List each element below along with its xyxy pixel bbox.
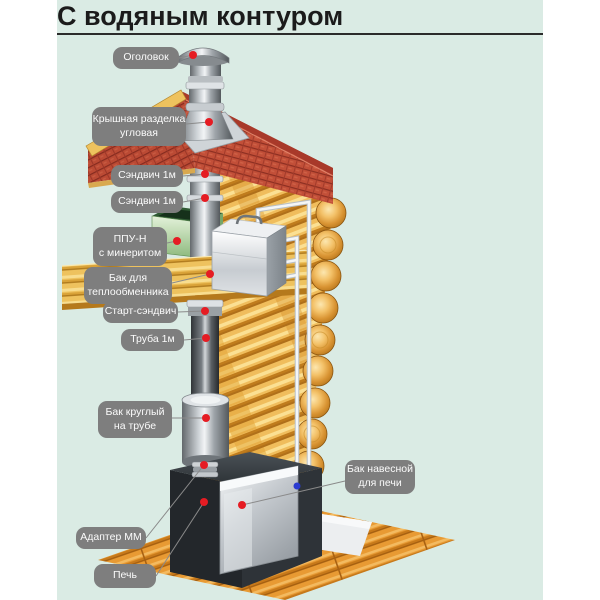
callout-adapter-mm: Адаптер ММ [76, 527, 146, 549]
callout-sandwich-1m-upper: Сэндвич 1м [111, 165, 183, 187]
adapter [191, 461, 219, 478]
callout-sandwich-1m-lower-label: Сэндвич 1м [118, 195, 176, 208]
callout-ceiling-pass-unit-label: ППУ-Н с минеритом [98, 232, 162, 259]
callout-pipe-1m-label: Труба 1м [130, 333, 175, 346]
callout-adapter-mm-label: Адаптер ММ [80, 531, 142, 544]
callout-hanging-tank: Бак навесной для печи [345, 460, 415, 494]
callout-cap-label: Оголовок [123, 51, 169, 64]
tank-handle [235, 214, 263, 225]
marker-dots [173, 51, 246, 509]
callout-round-tank: Бак круглый на трубе [98, 401, 172, 438]
callout-round-tank-label: Бак круглый на трубе [105, 405, 165, 432]
callout-heat-exchanger-tank-label: Бак для теплообменника [87, 271, 169, 298]
callout-pipe-1m: Труба 1м [121, 329, 184, 351]
callout-cap: Оголовок [113, 47, 179, 69]
cap-umbrella [176, 47, 230, 64]
heat-exchanger-tank [210, 214, 288, 297]
hanging-stove-tank-panel [219, 465, 299, 575]
callout-roof-flashing: Крышная разделка угловая [92, 107, 186, 146]
stove-top [170, 452, 322, 486]
callout-heat-exchanger-tank: Бак для теплообменника [84, 267, 172, 304]
roof-corner-flashing [170, 80, 250, 154]
callout-sandwich-1m-lower: Сэндвич 1м [111, 191, 183, 213]
callout-hanging-tank-label: Бак навесной для печи [347, 463, 413, 489]
leader-lines [145, 54, 346, 577]
callout-roof-flashing-label: Крышная разделка угловая [92, 112, 186, 139]
callout-ceiling-pass-unit: ППУ-Н с минеритом [93, 227, 167, 266]
page-title: С водяным контуром [57, 1, 344, 31]
callout-sandwich-1m-upper-label: Сэндвич 1м [118, 169, 176, 182]
chimney-cap [176, 47, 230, 82]
callout-stove-label: Печь [113, 569, 137, 582]
callout-start-sandwich-label: Старт-сэндвич [104, 305, 177, 318]
title-underline [57, 33, 543, 35]
storm-collar [185, 102, 225, 112]
single-wall-pipe [186, 299, 224, 402]
callout-stove: Печь [94, 564, 156, 588]
sauna-stove [170, 452, 322, 588]
round-water-tank [181, 392, 230, 469]
start-sandwich-collar [186, 299, 224, 308]
callout-start-sandwich: Старт-сэндвич [103, 301, 178, 323]
valve-dot [293, 482, 301, 490]
